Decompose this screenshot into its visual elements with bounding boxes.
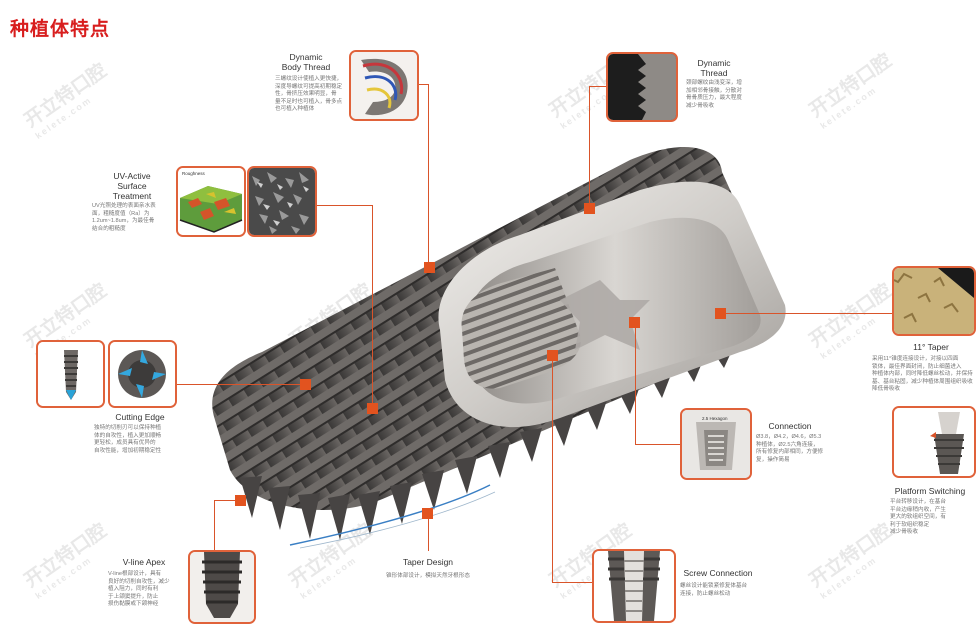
uv-sem-graphic [249, 168, 315, 235]
connection-inset-label: 2.5 Hexagon [702, 416, 728, 421]
leader-line [214, 500, 242, 501]
cutting-edge-title: Cutting Edge [115, 412, 165, 422]
dynamic-thread-title: Dynamic Thread [697, 58, 731, 78]
uv-surface-title: UV-Active Surface Treatment [112, 171, 152, 201]
leader-line [416, 84, 429, 85]
cutting-edge-bottom-graphic [110, 342, 175, 406]
taper-design-desc: 锥形体部设计，模拟天然牙根形态 [386, 573, 470, 579]
uv-sem-image [247, 166, 317, 237]
taper-arc-2 [299, 491, 496, 549]
connection-graphic [682, 410, 750, 478]
dynamic-body-thread-desc: 三螺纹设计使植入更快捷， 深度导螺纹可提高初期稳定 性，骨挤压效果明显，骨 量不… [275, 76, 343, 113]
dynamic-body-thread-image [349, 50, 419, 121]
hex-socket [560, 280, 650, 350]
dynamic-body-thread-title: Dynamic Body Thread [281, 52, 331, 72]
platform-switching-desc: 平台转移设计，在基台 平台边缘稍内收，产生 更大的软组织空间，有 利于软组织稳定… [890, 499, 946, 536]
marker-dynamic-body-thread [424, 262, 435, 273]
v-line-apex-title: V-line Apex [122, 557, 166, 567]
leader-line [589, 86, 606, 87]
dynamic-body-thread-graphic [351, 52, 417, 119]
taper-11-title: 11° Taper [913, 342, 949, 352]
taper-11-desc: 采用11°锥度连接设计，对接以四面 锁体，最佳界面封闭，防止细菌进入 种植体内部… [872, 356, 973, 393]
marker-taper-design [422, 508, 433, 519]
leader-line [313, 205, 373, 206]
taper-11-graphic [894, 268, 974, 334]
connection-image: 2.5 Hexagon [680, 408, 752, 480]
leader-line [552, 355, 553, 583]
uv-roughness-graphic [178, 168, 244, 235]
cutting-edge-implant-graphic [38, 342, 103, 406]
leader-line [552, 582, 592, 583]
page-title: 种植体特点 [10, 19, 111, 40]
leader-line [175, 384, 303, 385]
marker-v-line-apex [235, 495, 246, 506]
cutting-edge-desc: 独特的切削刃可以保持种植 体的自攻性，植入更加顺畅 更轻松，成员具有优异的 自攻… [94, 425, 162, 454]
leader-line [214, 500, 215, 570]
v-line-apex-desc: V-line根部设计，具有 良好的切削自攻性，减少 植入阻力，同时有利 于上颌窦… [108, 571, 170, 608]
leader-line [635, 444, 680, 445]
leader-line [428, 517, 429, 551]
connection-title: Connection [768, 421, 812, 431]
uv-chart-label: Roughness [182, 171, 205, 176]
taper-arc [289, 484, 491, 546]
dynamic-thread-desc: 颈部螺纹由浅变深，增 加相邻骨接触，分散对 骨骨质压力，最大程度 减少骨吸收 [686, 80, 742, 109]
marker-screw-connection [547, 350, 558, 361]
cutting-edge-bottom-image [108, 340, 177, 408]
marker-connection [629, 317, 640, 328]
leader-line [428, 84, 429, 268]
v-line-apex-graphic [190, 552, 254, 622]
dynamic-thread-image [606, 52, 678, 122]
screw-connection-desc: 螺丝设计能锁紧修复体基台 连接，防止螺丝松动 [680, 583, 748, 597]
uv-surface-desc: UV光照处理的表面亲水表 面，粗糙度值（Ra）为 1.2um~1.8um，为最佳… [92, 203, 156, 232]
platform-switching-image [892, 406, 976, 478]
screw-connection-title: Screw Connection [683, 568, 753, 578]
marker-uv-surface [367, 403, 378, 414]
connection-desc: Ø3.8，Ø4.2，Ø4.6，Ø5.3 种植体，Ø2.5六角连接， 所有修复内部… [756, 434, 824, 463]
v-line-apex-image [188, 550, 256, 624]
screw-connection-graphic [594, 551, 674, 621]
platform-switching-title: Platform Switching [894, 486, 966, 496]
leader-line [372, 205, 373, 408]
marker-11-taper [715, 308, 726, 319]
taper-11-image [892, 266, 976, 336]
dynamic-thread-graphic [608, 54, 676, 120]
cutting-edge-implant-image [36, 340, 105, 408]
marker-dynamic-thread [584, 203, 595, 214]
platform-switching-graphic [894, 408, 974, 476]
taper-design-title: Taper Design [402, 557, 454, 567]
uv-roughness-chart: Roughness [176, 166, 246, 237]
screw-connection-image [592, 549, 676, 623]
leader-line [720, 313, 892, 314]
marker-cutting-edge [300, 379, 311, 390]
leader-line [635, 322, 636, 444]
leader-line [589, 86, 590, 208]
